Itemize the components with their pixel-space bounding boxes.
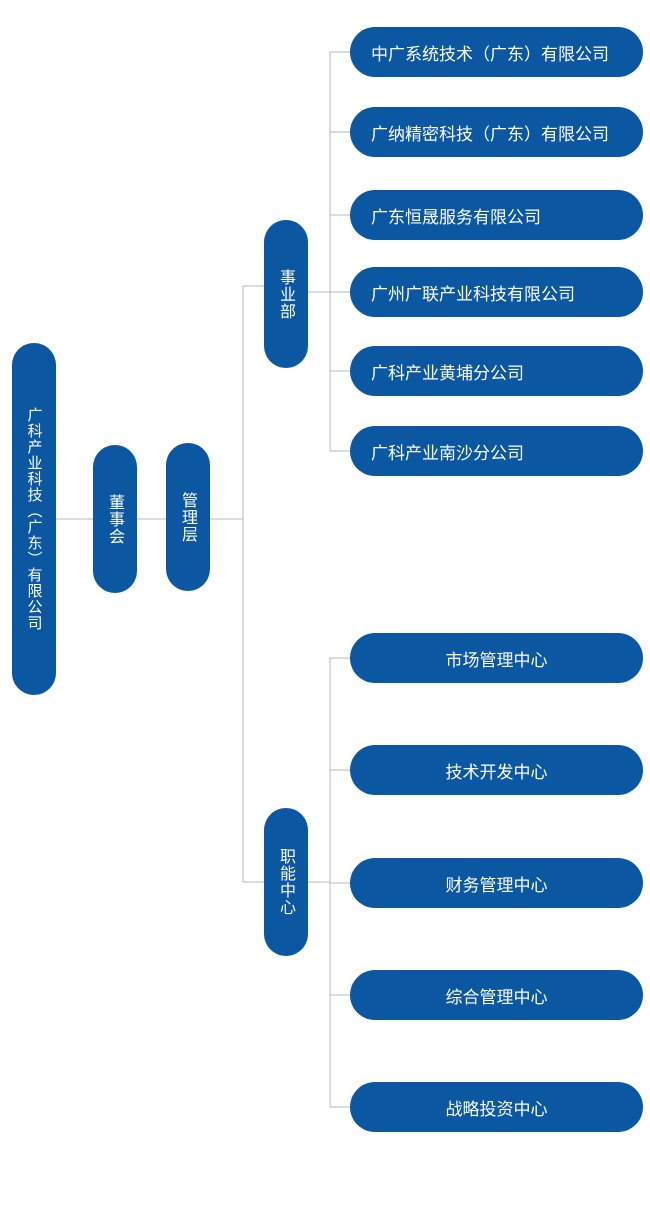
- functional-unit-node: 财务管理中心: [350, 858, 643, 908]
- business-unit-node: 广科产业黄埔分公司: [350, 346, 643, 396]
- functional-unit-label: 战略投资中心: [445, 1099, 548, 1120]
- functional-unit-label: 市场管理中心: [445, 650, 548, 671]
- functional-center-label: 职能中心: [277, 848, 296, 916]
- business-unit-label: 广纳精密科技（广东）有限公司: [371, 124, 609, 145]
- board-node: 董事会: [93, 445, 137, 593]
- business-division-node: 事业部: [264, 220, 308, 368]
- business-unit-node: 广科产业南沙分公司: [350, 426, 643, 476]
- business-division-label: 事业部: [277, 268, 296, 320]
- business-unit-label: 广东恒晟服务有限公司: [371, 207, 541, 228]
- business-unit-node: 广州广联产业科技有限公司: [350, 267, 643, 317]
- management-node: 管理层: [166, 443, 210, 591]
- business-unit-node: 广东恒晟服务有限公司: [350, 190, 643, 240]
- business-unit-label: 广科产业黄埔分公司: [371, 363, 524, 384]
- business-unit-node: 中广系统技术（广东）有限公司: [350, 27, 643, 77]
- business-unit-label: 广州广联产业科技有限公司: [371, 284, 575, 305]
- board-label: 董事会: [106, 493, 125, 545]
- functional-unit-node: 综合管理中心: [350, 970, 643, 1020]
- root-company-node: 广科产业科技（广东）有限公司: [12, 343, 56, 695]
- functional-unit-node: 市场管理中心: [350, 633, 643, 683]
- business-unit-label: 广科产业南沙分公司: [371, 443, 524, 464]
- business-unit-node: 广纳精密科技（广东）有限公司: [350, 107, 643, 157]
- functional-center-node: 职能中心: [264, 808, 308, 956]
- root-company-label: 广科产业科技（广东）有限公司: [25, 407, 44, 631]
- business-unit-label: 中广系统技术（广东）有限公司: [371, 44, 609, 65]
- functional-unit-node: 战略投资中心: [350, 1082, 643, 1132]
- functional-unit-node: 技术开发中心: [350, 745, 643, 795]
- management-label: 管理层: [179, 491, 198, 543]
- functional-unit-label: 综合管理中心: [445, 987, 548, 1008]
- functional-unit-label: 财务管理中心: [445, 875, 548, 896]
- functional-unit-label: 技术开发中心: [445, 762, 548, 783]
